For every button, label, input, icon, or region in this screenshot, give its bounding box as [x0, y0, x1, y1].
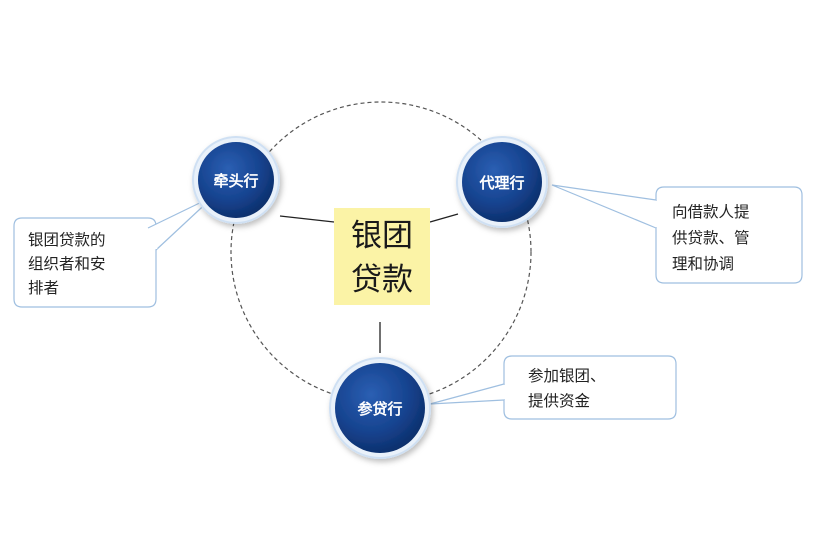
center-label-line1: 银团	[351, 218, 413, 254]
callout-participant: 参加银团、 提供资金	[429, 355, 677, 420]
callout-agent: 向借款人提 供贷款、管 理和协调	[551, 184, 803, 284]
callout-participant-line2: 提供资金	[528, 392, 591, 410]
node-lead-label: 牵头行	[213, 172, 258, 190]
node-lead-bank: 牵头行	[192, 136, 280, 224]
center-label-line2: 贷款	[351, 262, 413, 298]
dashed-orbit-circle	[230, 101, 532, 403]
node-agent-label: 代理行	[478, 174, 524, 192]
callout-lead-line2: 组织者和安	[28, 255, 106, 273]
connector-agent	[429, 213, 459, 223]
callout-agent-line1: 向借款人提	[672, 203, 750, 221]
callout-agent-line2: 供贷款、管	[672, 229, 750, 247]
node-agent-bank: 代理行	[456, 136, 548, 228]
connector-lead	[279, 215, 335, 223]
node-participant-bank: 参贷行	[329, 357, 431, 459]
callout-participant-pointer	[429, 383, 505, 405]
callout-lead-line1: 银团贷款的	[28, 231, 106, 249]
callout-agent-pointer	[551, 184, 657, 229]
callout-lead-line3: 排者	[28, 279, 59, 297]
callout-agent-line3: 理和协调	[672, 255, 734, 273]
node-participant-label: 参贷行	[357, 400, 402, 418]
center-box: 银团 贷款	[334, 208, 430, 305]
callout-lead: 银团贷款的 组织者和安 排者	[13, 195, 215, 308]
callout-participant-line1: 参加银团、	[528, 367, 606, 385]
